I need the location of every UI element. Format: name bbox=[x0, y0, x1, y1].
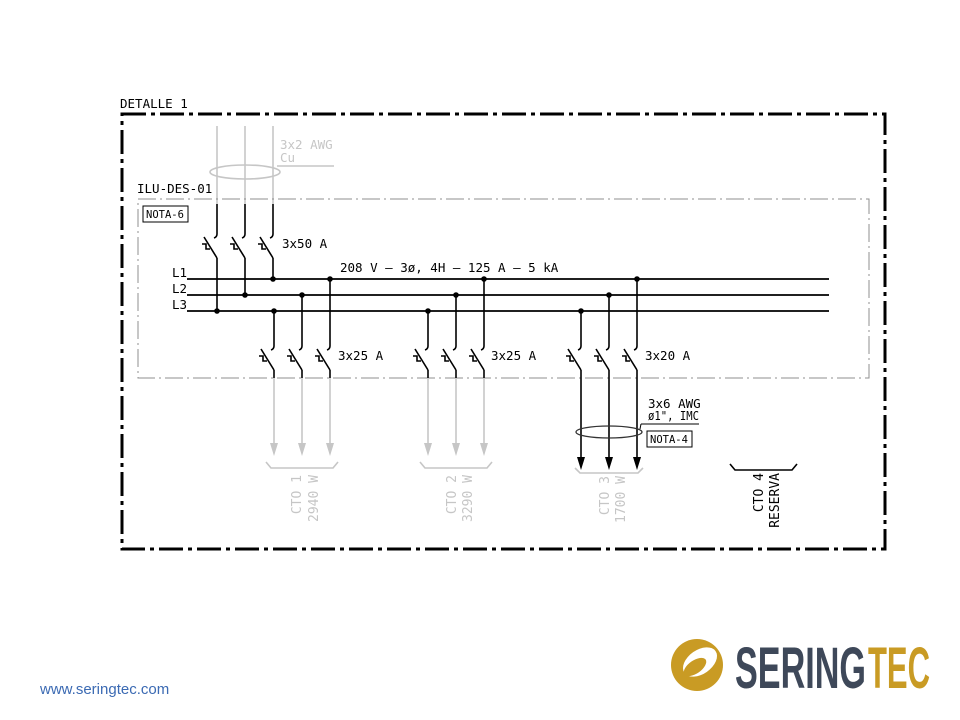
circuit-4-name: CTO 4 bbox=[752, 473, 767, 512]
panel-id: ILU-DES-01 bbox=[137, 181, 212, 196]
branch-breaker-rating-1: 3x25 A bbox=[338, 348, 384, 363]
note-4-box bbox=[646, 430, 693, 448]
phase-label-l2: L2 bbox=[172, 281, 187, 296]
load-arrowhead bbox=[298, 443, 306, 456]
circuit-1-name: CTO 1 bbox=[290, 475, 305, 514]
feeder-cable-annotation: 3x6 AWG ø1", IMC NOTA-4 bbox=[575, 396, 701, 448]
bus-junction-dot bbox=[270, 276, 276, 282]
phase-label-l1: L1 bbox=[172, 265, 187, 280]
circuit-3-detail: 1700 W bbox=[614, 476, 629, 523]
panel: ILU-DES-01 NOTA-6 3x50 A 208 V – 3ø, 4H … bbox=[137, 181, 870, 470]
branch-circuit-3 bbox=[566, 279, 641, 470]
branch-breaker-pole bbox=[287, 345, 303, 371]
bus-junctions bbox=[214, 276, 640, 314]
bus-junction-dot bbox=[634, 276, 640, 282]
circuit-3-name: CTO 3 bbox=[598, 476, 613, 515]
circuit-bracket bbox=[419, 461, 493, 469]
incoming-cable-material: Cu bbox=[280, 150, 295, 165]
circuit-1-detail: 2940 W bbox=[307, 475, 322, 522]
circuit-2-detail: 3290 W bbox=[461, 475, 476, 522]
circuit-2-name: CTO 2 bbox=[445, 475, 460, 514]
circuit-4-detail: RESERVA bbox=[768, 473, 783, 528]
branch-breaker-pole bbox=[566, 345, 582, 371]
circuit-labels: CTO 1 2940 W CTO 2 3290 W CTO 3 1700 W C… bbox=[265, 461, 798, 528]
detail-border bbox=[120, 112, 887, 551]
load-arrowhead bbox=[633, 457, 641, 470]
main-breaker-rating: 3x50 A bbox=[282, 236, 328, 251]
branch-breaker-pole bbox=[469, 345, 485, 371]
branch-breaker-pole bbox=[315, 345, 331, 371]
website-link[interactable]: www.seringtec.com bbox=[40, 681, 170, 698]
load-arrowhead bbox=[270, 443, 278, 456]
logo-ring-swirl bbox=[683, 657, 707, 677]
branch-breaker-pole bbox=[413, 345, 429, 371]
note-4-label: NOTA-4 bbox=[650, 434, 688, 446]
panel-boundary bbox=[137, 198, 870, 379]
main-breaker bbox=[202, 233, 274, 311]
bus-junction-dot bbox=[606, 292, 612, 298]
circuit-bracket bbox=[265, 461, 339, 469]
circuit-bracket bbox=[574, 467, 644, 474]
bus-junction-dot bbox=[481, 276, 487, 282]
branch-breaker-pole bbox=[594, 345, 610, 371]
bus-rating: 208 V – 3ø, 4H – 125 A – 5 kA bbox=[340, 260, 559, 275]
load-arrowhead bbox=[480, 443, 488, 456]
circuit-bracket bbox=[729, 463, 798, 471]
load-arrowhead bbox=[424, 443, 432, 456]
seringtec-logo: SERING TEC bbox=[671, 636, 930, 701]
branch-breaker-rating-2: 3x25 A bbox=[491, 348, 537, 363]
feeder-conduit: ø1", IMC bbox=[648, 408, 699, 423]
load-arrowhead bbox=[577, 457, 585, 470]
incoming-cable-size: 3x2 AWG bbox=[280, 137, 333, 152]
bus-junction-dot bbox=[214, 308, 220, 314]
bus-junction-dot bbox=[242, 292, 248, 298]
load-arrowhead bbox=[326, 443, 334, 456]
note-6-box bbox=[142, 205, 189, 223]
bus-junction-dot bbox=[578, 308, 584, 314]
detail-title: DETALLE 1 bbox=[120, 96, 188, 111]
bus-junction-dot bbox=[453, 292, 459, 298]
bus-junction-dot bbox=[299, 292, 305, 298]
logo-word-tec: TEC bbox=[868, 636, 930, 701]
bus-junction-dot bbox=[327, 276, 333, 282]
branch-breaker-pole bbox=[441, 345, 457, 371]
main-breaker-pole bbox=[230, 233, 246, 259]
load-arrowhead bbox=[452, 443, 460, 456]
phase-label-l3: L3 bbox=[172, 297, 187, 312]
incoming-cable-bundle bbox=[209, 164, 281, 180]
branch-circuit-1 bbox=[259, 279, 334, 456]
load-arrowhead bbox=[605, 457, 613, 470]
main-breaker-pole bbox=[202, 233, 218, 259]
seringtec-logo-icon bbox=[671, 639, 723, 691]
branch-breaker-pole bbox=[259, 345, 275, 371]
feeder-cable-leader bbox=[639, 423, 642, 430]
incoming-feeder: 3x2 AWG Cu bbox=[209, 126, 334, 234]
branch-circuit-2 bbox=[413, 279, 488, 456]
bus-junction-dot bbox=[271, 308, 277, 314]
main-breaker-pole bbox=[258, 233, 274, 259]
bus-junction-dot bbox=[425, 308, 431, 314]
feeder-cable-bundle bbox=[575, 425, 643, 439]
note-6-label: NOTA-6 bbox=[146, 209, 184, 221]
branch-breaker-rating-3: 3x20 A bbox=[645, 348, 691, 363]
logo-word-sering: SERING bbox=[735, 636, 866, 701]
branch-breaker-pole bbox=[622, 345, 638, 371]
feeder-cable-size: 3x6 AWG bbox=[648, 396, 701, 411]
detail-frame: DETALLE 1 bbox=[120, 96, 887, 551]
